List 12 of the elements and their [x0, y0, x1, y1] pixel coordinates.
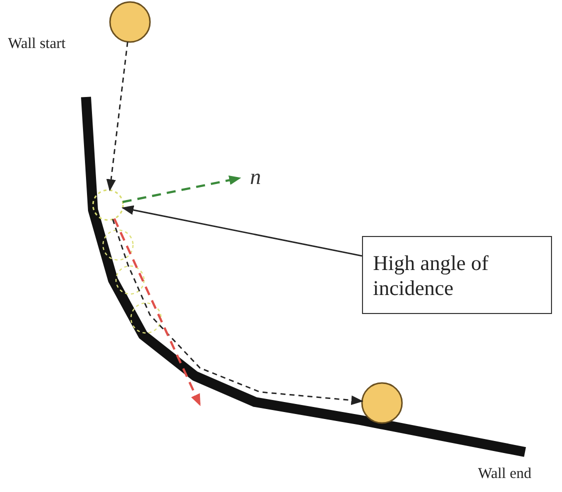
dashed-arrow [122, 175, 242, 204]
ball [361, 382, 403, 424]
callout-box: High angle of incidence [362, 236, 552, 314]
dashed-arrow [113, 218, 201, 406]
wall-label: Wall end [478, 466, 532, 483]
wall-label: Wall start [8, 36, 66, 53]
arrow [122, 205, 362, 257]
dashed-arrow [112, 218, 364, 405]
dashed-arrow [106, 42, 128, 192]
ball-contact-outline [92, 189, 124, 221]
ball [109, 1, 151, 43]
edge-label: n [250, 164, 261, 190]
